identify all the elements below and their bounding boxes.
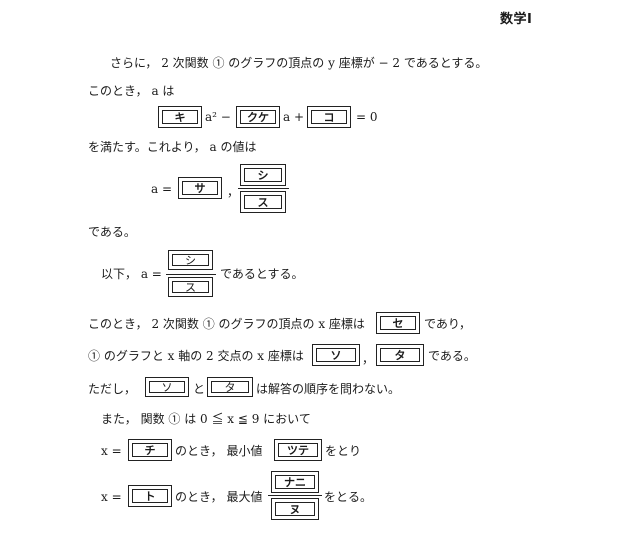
- answer-box-su[interactable]: ス: [240, 191, 286, 213]
- answer-box-shi-label: シ: [244, 168, 282, 182]
- answer-box-to-label: ト: [132, 489, 168, 503]
- line11-fraction-bar: [268, 495, 322, 496]
- line5-fraction-bar: [166, 274, 216, 275]
- answer-box-ko[interactable]: コ: [307, 106, 351, 128]
- text-line-9: また， 関数 ① は 0 ≦ x ≦ 9 において: [101, 412, 311, 426]
- line11-mid: のとき， 最大値: [175, 490, 263, 504]
- answer-box-ki[interactable]: キ: [158, 106, 202, 128]
- line7-prefix: ① のグラフと x 軸の 2 交点の x 座標は: [88, 349, 304, 363]
- answer-box-nani[interactable]: ナニ: [271, 471, 319, 493]
- ref-box-so-label: ソ: [149, 381, 185, 394]
- answer-box-sa-label: サ: [182, 181, 218, 195]
- ref-box-ta-label: タ: [211, 381, 249, 394]
- answer-box-so-label: ソ: [316, 348, 356, 362]
- line7-suffix: である。: [428, 349, 476, 363]
- ref-box-ta: タ: [207, 377, 253, 397]
- eq1-rhs: = 0: [356, 110, 378, 124]
- eq1-term-a: a +: [283, 110, 305, 124]
- line11-suffix: をとる。: [324, 490, 373, 504]
- line6-prefix: このとき， 2 次関数 ① のグラフの頂点の x 座標は: [88, 317, 365, 331]
- answer-box-chi-label: チ: [132, 443, 168, 457]
- line7-comma: ，: [362, 352, 375, 366]
- line5-suffix: であるとする。: [220, 267, 304, 281]
- ref-box-so: ソ: [145, 377, 189, 397]
- answer-box-nu-label: ヌ: [275, 502, 315, 516]
- eq2-lhs: a =: [151, 182, 173, 196]
- text-line-2: このとき， a は: [88, 84, 175, 98]
- answer-box-ta[interactable]: タ: [376, 344, 424, 366]
- ref-box-shi: シ: [168, 250, 213, 270]
- ref-box-shi-label: シ: [172, 254, 209, 267]
- ref-box-su-label: ス: [172, 281, 209, 294]
- answer-box-to[interactable]: ト: [128, 485, 172, 507]
- answer-box-kuke[interactable]: クケ: [236, 106, 280, 128]
- line8-prefix: ただし，: [88, 382, 137, 396]
- answer-box-shi[interactable]: シ: [240, 164, 286, 186]
- eq1-term-a2: a² −: [205, 110, 231, 124]
- subject-header: 数学Ⅰ: [500, 12, 533, 27]
- line8-suffix: は解答の順序を問わない。: [256, 382, 401, 396]
- answer-box-chi[interactable]: チ: [128, 439, 172, 461]
- line10-suffix: をとり: [325, 444, 362, 458]
- answer-box-nu[interactable]: ヌ: [271, 498, 319, 520]
- line8-mid: と: [193, 382, 206, 396]
- answer-box-se-label: セ: [380, 316, 416, 330]
- answer-box-so[interactable]: ソ: [312, 344, 360, 366]
- line5-prefix: 以下， a =: [101, 267, 162, 281]
- ref-box-su: ス: [168, 277, 213, 297]
- line10-prefix: x =: [101, 444, 122, 458]
- answer-box-tsute-label: ツテ: [278, 443, 318, 457]
- answer-box-ki-label: キ: [162, 110, 198, 124]
- eq2-comma: ，: [227, 185, 240, 199]
- text-line-1: さらに， 2 次関数 ① のグラフの頂点の y 座標が − 2 であるとする。: [110, 56, 488, 70]
- answer-box-nani-label: ナニ: [275, 475, 315, 489]
- answer-box-tsute[interactable]: ツテ: [274, 439, 322, 461]
- answer-box-se[interactable]: セ: [376, 312, 420, 334]
- answer-box-ko-label: コ: [311, 110, 347, 124]
- line6-suffix: であり，: [424, 317, 472, 331]
- eq2-fraction-bar: [238, 188, 289, 189]
- text-line-3: を満たす。これより， a の値は: [88, 140, 257, 154]
- text-line-4: である。: [88, 225, 136, 239]
- answer-box-su-label: ス: [244, 195, 282, 209]
- line11-prefix: x =: [101, 490, 122, 504]
- answer-box-kuke-label: クケ: [240, 110, 276, 124]
- answer-box-ta-label: タ: [380, 348, 420, 362]
- answer-box-sa[interactable]: サ: [178, 177, 222, 199]
- line10-mid: のとき， 最小値: [175, 444, 263, 458]
